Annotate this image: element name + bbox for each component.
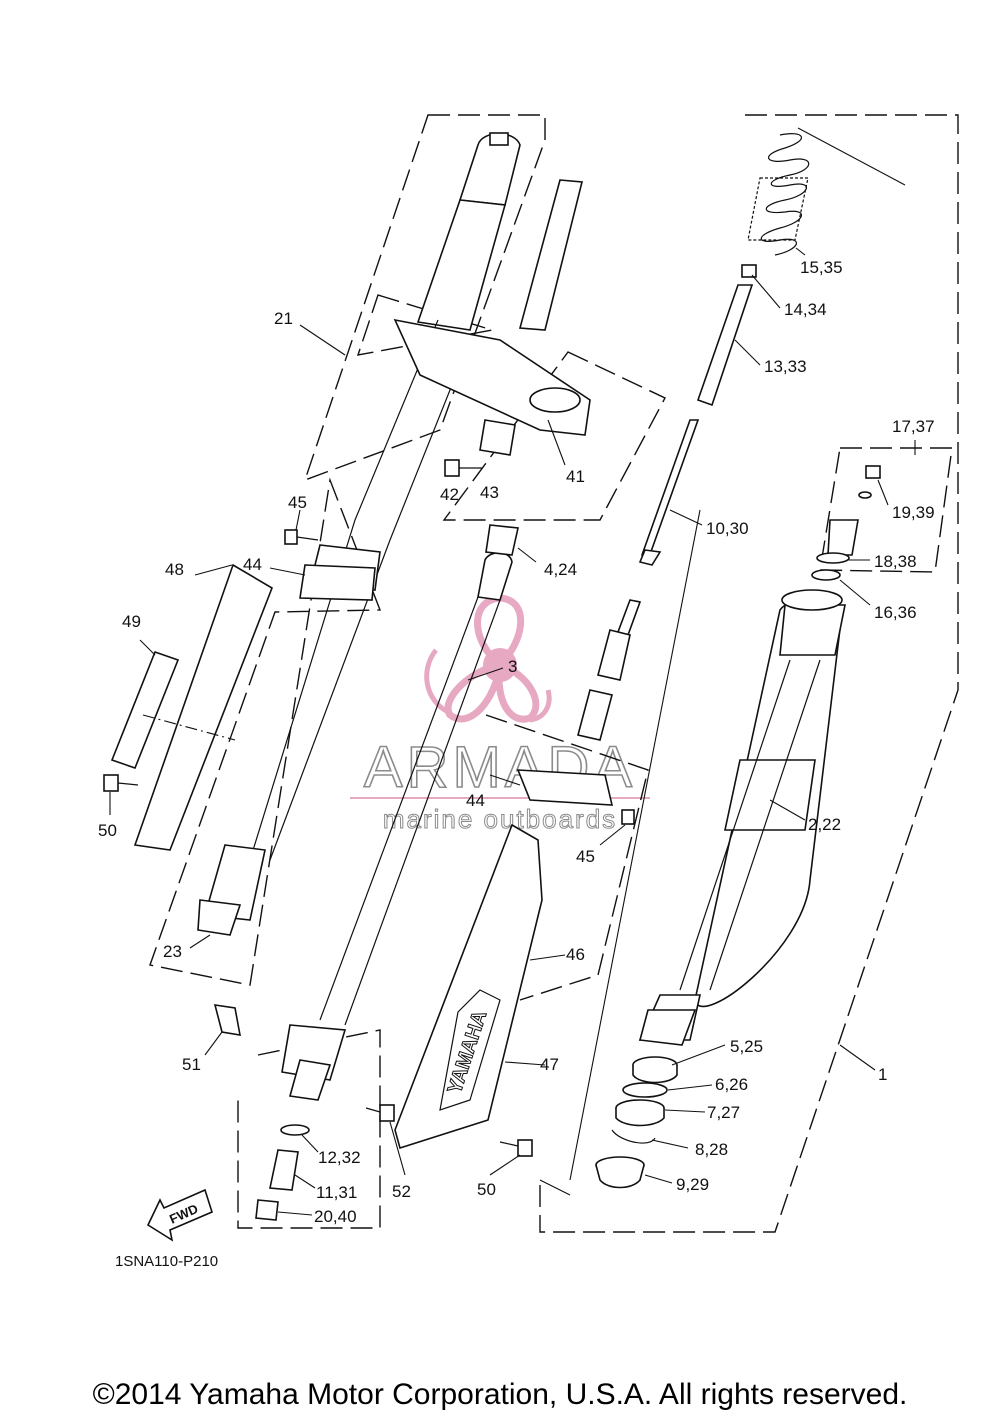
callout-17-37: 17,37 xyxy=(892,417,935,436)
fork-cap-assy xyxy=(811,465,881,581)
leader-lines xyxy=(109,127,916,1216)
armada-watermark: ARMADA marine outboards xyxy=(350,594,650,835)
callout-44-right: 44 xyxy=(466,791,485,810)
callout-8-28: 8,28 xyxy=(695,1140,728,1159)
callout-51: 51 xyxy=(182,1055,201,1074)
damper-rod xyxy=(577,419,700,741)
group-outlines xyxy=(149,114,959,1233)
spring-seat-sleeve xyxy=(696,284,754,407)
lower-parts xyxy=(213,1004,310,1221)
callout-1: 1 xyxy=(878,1065,887,1084)
locknut xyxy=(741,264,757,278)
watermark-tagline: marine outboards xyxy=(383,804,617,834)
outline-guard-group xyxy=(149,477,382,986)
callout-21: 21 xyxy=(274,309,293,328)
steering-stem xyxy=(393,179,591,456)
inner-tube-left xyxy=(197,132,521,936)
center-inner-tube xyxy=(281,524,519,1101)
seal-stack xyxy=(595,1056,678,1189)
callout-45-left: 45 xyxy=(288,493,307,512)
callout-7-27: 7,27 xyxy=(707,1103,740,1122)
callout-20-40: 20,40 xyxy=(314,1207,357,1226)
callout-47: 47 xyxy=(540,1055,559,1074)
callout-9-29: 9,29 xyxy=(676,1175,709,1194)
callout-18-38: 18,38 xyxy=(874,552,917,571)
callout-14-34: 14,34 xyxy=(784,300,827,319)
fwd-arrow-icon: FWD xyxy=(146,1188,213,1242)
guard-decal-left xyxy=(110,650,180,770)
callout-3: 3 xyxy=(508,657,517,676)
callout-16-36: 16,36 xyxy=(874,603,917,622)
fork-guard-right: YAMAHA xyxy=(394,823,543,1150)
callout-46: 46 xyxy=(566,945,585,964)
callout-52: 52 xyxy=(392,1182,411,1201)
callout-4-24: 4,24 xyxy=(544,560,577,579)
axle-clamp xyxy=(516,769,614,806)
callout-labels: 15,35 14,34 13,33 17,37 19,39 10,30 18,3… xyxy=(98,258,935,1226)
callout-15-35: 15,35 xyxy=(800,258,843,277)
callout-44-left: 44 xyxy=(243,555,262,574)
callout-10-30: 10,30 xyxy=(706,519,749,538)
callout-23: 23 xyxy=(163,942,182,961)
callout-48: 48 xyxy=(165,560,184,579)
fork-guard-left xyxy=(133,563,273,851)
callout-6-26: 6,26 xyxy=(715,1075,748,1094)
callout-2-22: 2,22 xyxy=(808,815,841,834)
callout-45-right: 45 xyxy=(576,847,595,866)
callout-49: 49 xyxy=(122,612,141,631)
callout-43: 43 xyxy=(480,483,499,502)
outline-clamp-group xyxy=(442,351,666,521)
callout-42: 42 xyxy=(440,485,459,504)
diagram-code: 1SNA110-P210 xyxy=(115,1253,218,1270)
callout-50-right: 50 xyxy=(477,1180,496,1199)
copyright-notice: ©2014 Yamaha Motor Corporation, U.S.A. A… xyxy=(92,1378,908,1411)
callout-19-39: 19,39 xyxy=(892,503,935,522)
callout-12-32: 12,32 xyxy=(318,1148,361,1167)
outline-damper-group xyxy=(485,714,649,1001)
bolts xyxy=(103,459,635,1157)
fork-spring xyxy=(747,133,810,256)
propeller-logo-icon xyxy=(424,594,552,723)
callout-13-33: 13,33 xyxy=(764,357,807,376)
callout-50-left: 50 xyxy=(98,821,117,840)
outline-inner-tube-assy xyxy=(303,114,546,482)
callout-5-25: 5,25 xyxy=(730,1037,763,1056)
callout-41: 41 xyxy=(566,467,585,486)
outline-outer-tube-assy xyxy=(539,114,959,1233)
callout-11-31: 11,31 xyxy=(316,1183,357,1202)
